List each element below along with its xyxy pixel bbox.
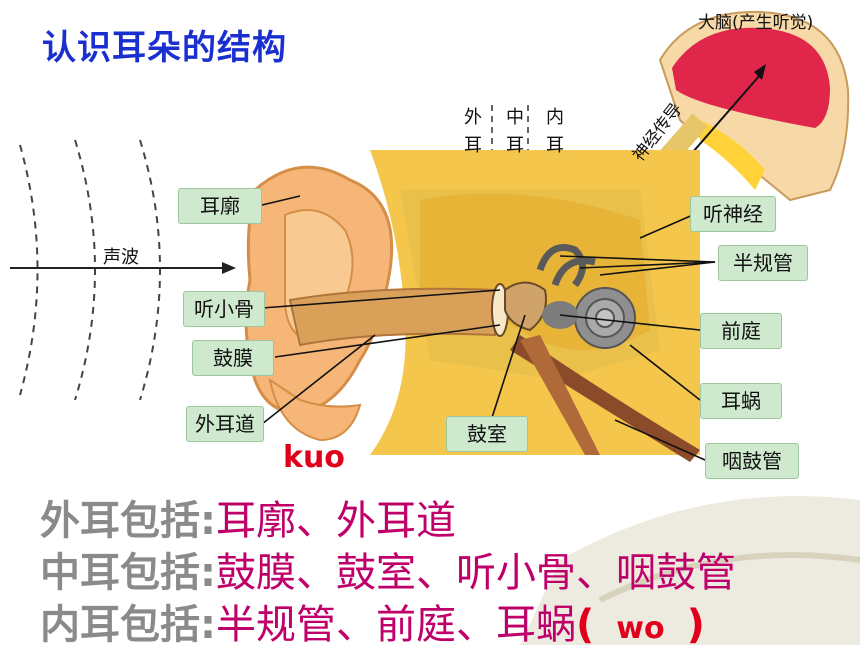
summary-inner: 内耳包括:半规管、前庭、耳蜗( wo)	[40, 592, 705, 650]
label-tympanic-cavity: 鼓室	[446, 416, 528, 452]
inner-ear-header: 内耳	[543, 107, 564, 163]
summary-outer: 外耳包括:耳廓、外耳道	[40, 488, 456, 546]
paren-close: )	[686, 602, 705, 648]
outer-ear-header: 外耳	[461, 107, 482, 163]
middle-ear-header: 中耳	[503, 107, 524, 163]
summary-middle: 中耳包括:鼓膜、鼓室、听小骨、咽鼓管	[40, 540, 736, 598]
sound-wave-label: 声波	[103, 247, 139, 268]
pinyin-wo: wo	[616, 611, 665, 646]
label-cochlea: 耳蜗	[700, 383, 782, 419]
label-ossicles: 听小骨	[183, 291, 265, 327]
summary-outer-value: 耳廓、外耳道	[216, 498, 456, 544]
pinyin-kuo: kuo	[283, 440, 345, 475]
label-eustachian: 咽鼓管	[705, 443, 799, 479]
label-semicircular: 半规管	[718, 245, 808, 281]
label-auricle: 耳廓	[178, 188, 262, 224]
summary-inner-value: 半规管、前庭、耳蜗	[216, 602, 576, 648]
label-ear-canal: 外耳道	[186, 406, 264, 442]
summary-middle-value: 鼓膜、鼓室、听小骨、咽鼓管	[216, 550, 736, 596]
summary-outer-key: 外耳包括:	[40, 498, 216, 544]
brain-label: 大脑(产生听觉)	[698, 13, 814, 33]
paren-open: (	[576, 602, 595, 648]
slide-title: 认识耳朵的结构	[42, 28, 287, 68]
summary-middle-key: 中耳包括:	[40, 550, 216, 596]
label-vestibule: 前庭	[700, 313, 782, 349]
label-auditory-nerve: 听神经	[690, 196, 776, 232]
summary-inner-key: 内耳包括:	[40, 602, 216, 648]
label-eardrum: 鼓膜	[192, 340, 274, 376]
